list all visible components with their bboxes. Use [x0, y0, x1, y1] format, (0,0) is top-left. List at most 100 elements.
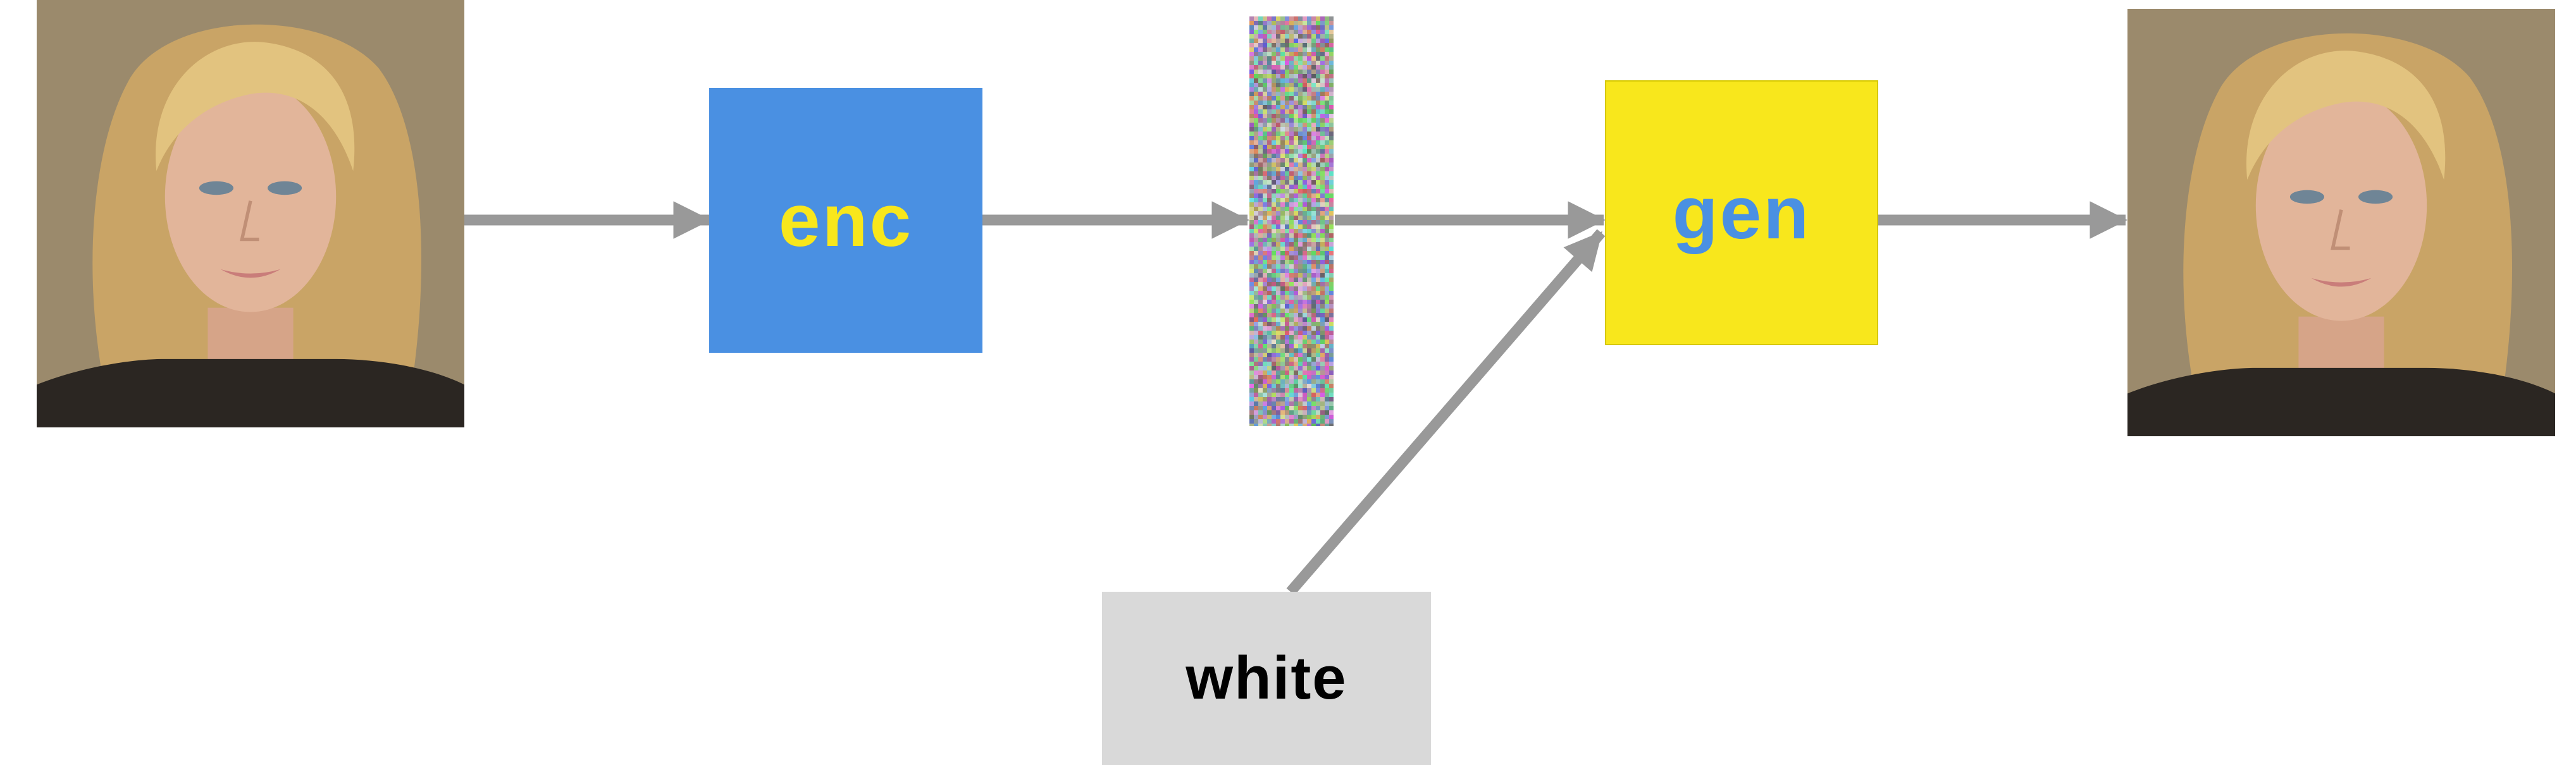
- noise-cell: [1316, 185, 1320, 189]
- noise-cell: [1298, 193, 1303, 198]
- noise-cell: [1280, 114, 1285, 118]
- noise-cell: [1294, 34, 1298, 39]
- noise-cell: [1311, 344, 1316, 348]
- noise-cell: [1307, 96, 1311, 101]
- noise-cell: [1285, 388, 1289, 393]
- noise-cell: [1276, 375, 1280, 379]
- noise-cell: [1294, 180, 1298, 185]
- noise-cell: [1316, 410, 1320, 415]
- noise-cell: [1254, 229, 1258, 233]
- noise-cell: [1298, 202, 1303, 207]
- noise-cell: [1249, 16, 1254, 21]
- noise-cell: [1294, 220, 1298, 224]
- noise-cell: [1272, 92, 1276, 96]
- noise-cell: [1258, 185, 1263, 189]
- noise-cell: [1303, 220, 1307, 224]
- noise-cell: [1303, 366, 1307, 370]
- noise-cell: [1316, 353, 1320, 357]
- noise-cell: [1254, 300, 1258, 304]
- noise-cell: [1267, 136, 1272, 140]
- noise-cell: [1307, 154, 1311, 158]
- noise-cell: [1280, 255, 1285, 260]
- noise-cell: [1276, 189, 1280, 193]
- noise-cell: [1272, 140, 1276, 145]
- noise-cell: [1258, 34, 1263, 39]
- noise-cell: [1254, 56, 1258, 61]
- noise-cell: [1249, 357, 1254, 362]
- noise-cell: [1311, 118, 1316, 123]
- noise-cell: [1325, 224, 1329, 229]
- noise-cell: [1329, 410, 1334, 415]
- noise-cell: [1272, 16, 1276, 21]
- noise-cell: [1289, 154, 1294, 158]
- noise-cell: [1289, 127, 1294, 132]
- noise-cell: [1267, 145, 1272, 149]
- noise-cell: [1285, 304, 1289, 309]
- noise-cell: [1329, 207, 1334, 211]
- noise-cell: [1294, 96, 1298, 101]
- noise-cell: [1254, 278, 1258, 282]
- noise-cell: [1294, 216, 1298, 220]
- noise-cell: [1289, 224, 1294, 229]
- noise-cell: [1329, 74, 1334, 78]
- noise-cell: [1280, 140, 1285, 145]
- noise-cell: [1263, 220, 1267, 224]
- noise-cell: [1325, 375, 1329, 379]
- noise-cell: [1307, 255, 1311, 260]
- noise-cell: [1320, 21, 1325, 25]
- noise-cell: [1298, 87, 1303, 92]
- noise-cell: [1325, 185, 1329, 189]
- noise-cell: [1267, 344, 1272, 348]
- noise-cell: [1280, 136, 1285, 140]
- noise-cell: [1249, 140, 1254, 145]
- noise-cell: [1280, 344, 1285, 348]
- noise-cell: [1325, 56, 1329, 61]
- noise-cell: [1298, 207, 1303, 211]
- noise-cell: [1267, 127, 1272, 132]
- noise-cell: [1280, 74, 1285, 78]
- noise-cell: [1325, 233, 1329, 238]
- noise-cell: [1258, 331, 1263, 335]
- noise-cell: [1254, 255, 1258, 260]
- noise-cell: [1258, 145, 1263, 149]
- noise-cell: [1329, 264, 1334, 269]
- noise-cell: [1289, 96, 1294, 101]
- noise-cell: [1267, 96, 1272, 101]
- noise-cell: [1267, 340, 1272, 344]
- noise-cell: [1298, 295, 1303, 300]
- noise-cell: [1285, 158, 1289, 162]
- noise-cell: [1285, 424, 1289, 426]
- noise-cell: [1294, 202, 1298, 207]
- noise-cell: [1325, 30, 1329, 34]
- noise-cell: [1294, 61, 1298, 65]
- noise-cell: [1294, 56, 1298, 61]
- noise-cell: [1272, 105, 1276, 109]
- noise-cell: [1267, 220, 1272, 224]
- noise-cell: [1316, 317, 1320, 322]
- noise-cell: [1258, 123, 1263, 127]
- noise-cell: [1325, 269, 1329, 273]
- noise-cell: [1258, 43, 1263, 47]
- noise-cell: [1249, 180, 1254, 185]
- noise-cell: [1289, 393, 1294, 397]
- noise-cell: [1316, 242, 1320, 247]
- noise-cell: [1280, 211, 1285, 216]
- noise-cell: [1329, 295, 1334, 300]
- noise-cell: [1325, 317, 1329, 322]
- noise-cell: [1289, 326, 1294, 331]
- noise-cell: [1254, 127, 1258, 132]
- noise-cell: [1254, 410, 1258, 415]
- noise-cell: [1258, 21, 1263, 25]
- noise-cell: [1272, 335, 1276, 340]
- noise-cell: [1329, 211, 1334, 216]
- noise-cell: [1320, 304, 1325, 309]
- noise-cell: [1289, 424, 1294, 426]
- noise-cell: [1272, 70, 1276, 74]
- noise-cell: [1307, 322, 1311, 326]
- noise-cell: [1254, 136, 1258, 140]
- noise-cell: [1325, 149, 1329, 154]
- noise-cell: [1258, 401, 1263, 406]
- noise-cell: [1280, 34, 1285, 39]
- noise-cell: [1303, 313, 1307, 317]
- noise-cell: [1280, 78, 1285, 83]
